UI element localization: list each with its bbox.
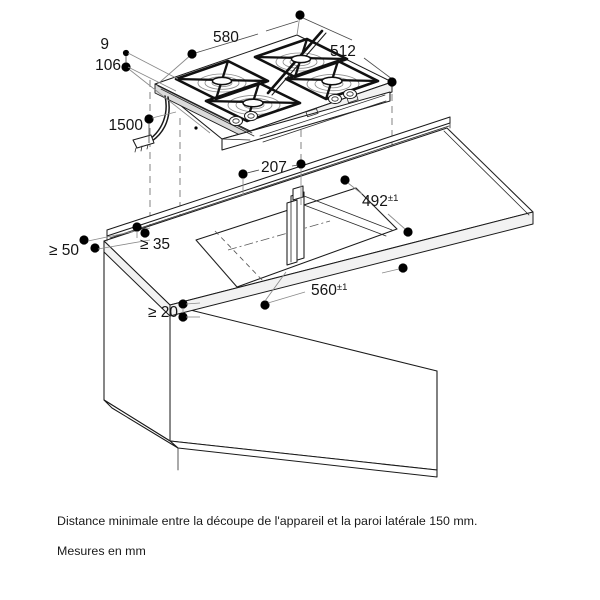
dimension-512: 512 — [302, 17, 397, 87]
caption-minimum-distance: Distance minimale entre la découpe de l'… — [57, 514, 478, 528]
control-knobs — [228, 88, 358, 127]
dimension-label-106: 106 — [95, 57, 121, 74]
dimension-9-106: 9 106 — [95, 36, 211, 134]
dimension-label-9: 9 — [100, 36, 109, 53]
cabinet-plinth — [103, 304, 438, 478]
clearance-label-20: ≥ 20 — [148, 304, 178, 321]
dimension-label-492: 492±1 — [362, 193, 398, 210]
gas-cooktop — [154, 29, 393, 151]
dimension-label-512: 512 — [330, 43, 356, 60]
dimension-560: 560±1 — [260, 263, 408, 310]
clearance-35: ≥ 35 — [132, 222, 170, 253]
dimension-492: 492±1 — [340, 175, 413, 237]
burner-caps — [211, 54, 343, 108]
dimension-label-1500: 1500 — [109, 117, 144, 134]
dimension-label-580: 580 — [213, 29, 239, 46]
dimension-1500: 1500 — [109, 111, 177, 143]
worktop-cutout — [195, 185, 398, 288]
dimension-label-560: 560±1 — [311, 282, 347, 299]
clearance-20: ≥ 20 — [148, 299, 201, 322]
dimension-207: 207 — [238, 159, 306, 205]
caption-units: Mesures en mm — [57, 544, 146, 558]
dimension-label-207: 207 — [261, 159, 287, 176]
clearance-label-35: ≥ 35 — [140, 236, 170, 253]
dimension-580: 580 — [159, 10, 305, 83]
clearance-label-50: ≥ 50 — [49, 242, 79, 259]
